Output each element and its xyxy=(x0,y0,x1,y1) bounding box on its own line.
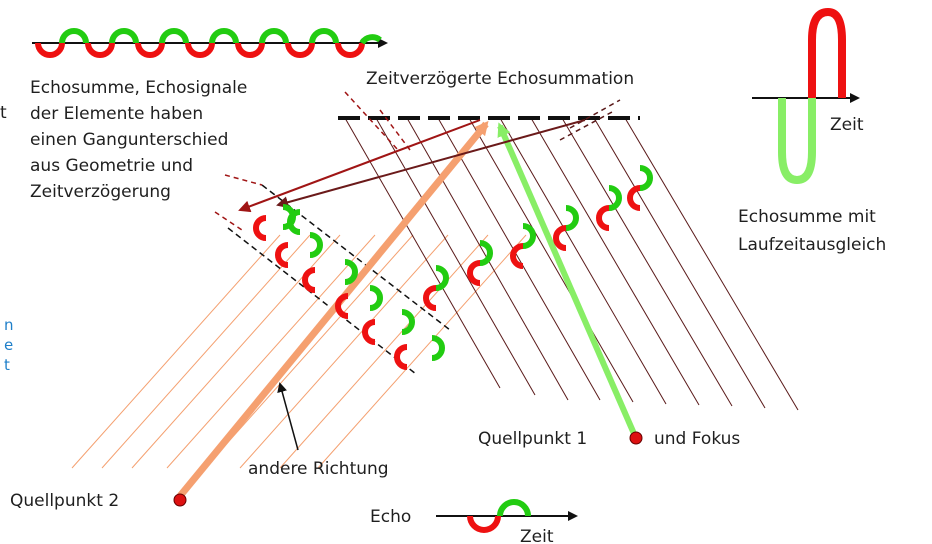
delay-ticks xyxy=(214,91,411,231)
bottom-echo-wave xyxy=(436,499,578,533)
zeit-bottom-label: Zeit xyxy=(520,527,554,544)
quellpunkt-1-label: Quellpunkt 1 xyxy=(478,429,587,449)
echosumme-line-1: Echosumme, Echosignale xyxy=(30,78,247,98)
echo-shapes-delayed xyxy=(253,204,445,370)
echosumme-line-2: der Elemente haben xyxy=(30,104,203,124)
left-cut-line-3: t xyxy=(4,356,10,374)
zeitverzoegerte-label: Zeitverzögerte Echosummation xyxy=(366,69,634,89)
echosumme-line-3: einen Gangunterschied xyxy=(30,130,228,150)
element-lines xyxy=(344,117,799,411)
echo-label: Echo xyxy=(370,507,411,527)
other-direction-lines xyxy=(71,234,527,469)
delay-ticks-right xyxy=(559,99,621,141)
left-cut-line-2: e xyxy=(4,336,13,354)
quellpunkt-2-marker xyxy=(173,493,187,507)
echosumme-line-5: Zeitverzögerung xyxy=(30,182,171,202)
top-wave xyxy=(32,28,388,58)
beam-green-arrow xyxy=(497,122,638,438)
quellpunkt-1-marker xyxy=(629,431,643,445)
echosumme-mit-line-1: Echosumme mit xyxy=(738,207,876,227)
zeit-top-label: Zeit xyxy=(830,115,864,135)
left-cut-t: t xyxy=(0,103,7,123)
pointer-andere-richtung xyxy=(277,382,299,451)
echosumme-line-4: aus Geometrie und xyxy=(30,156,193,176)
left-cut-line-1: n xyxy=(4,316,14,334)
annotation-arrow-dark xyxy=(276,119,586,209)
beam-orange-arrow xyxy=(177,120,489,499)
und-fokus-label: und Fokus xyxy=(654,429,740,449)
quellpunkt-2-label: Quellpunkt 2 xyxy=(10,491,119,511)
annotation-arrow-red xyxy=(238,119,481,213)
summed-echo-wave xyxy=(752,7,860,185)
andere-richtung-label: andere Richtung xyxy=(248,459,389,479)
echo-shapes-elements xyxy=(423,165,653,311)
echosumme-mit-line-2: Laufzeitausgleich xyxy=(738,235,886,255)
